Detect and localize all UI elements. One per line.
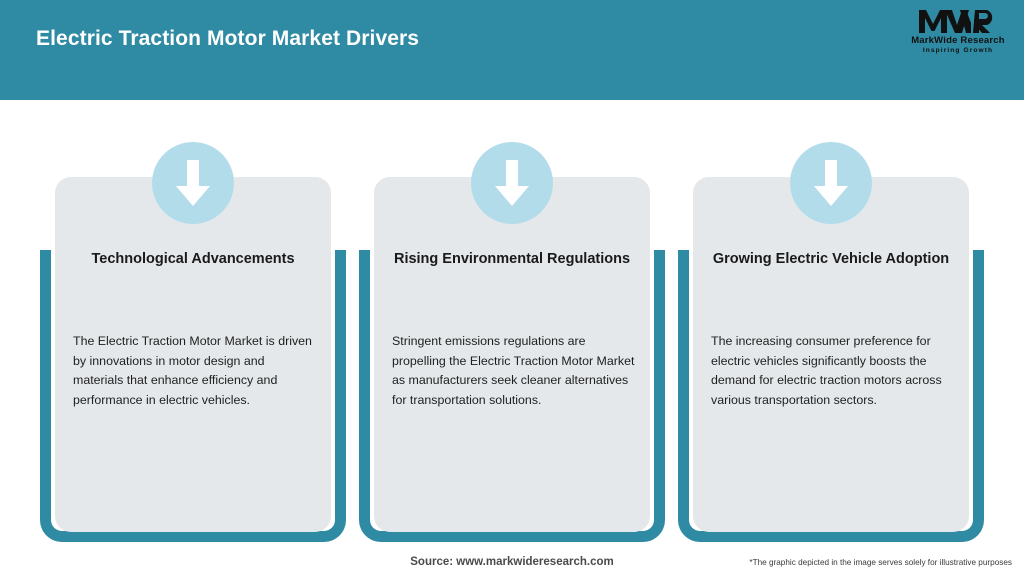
mwr-monogram-icon	[906, 8, 1010, 34]
driver-card-2: Rising Environmental Regulations Stringe…	[359, 100, 665, 546]
page-title: Electric Traction Motor Market Drivers	[36, 27, 420, 50]
drivers-card-grid: Technological Advancements The Electric …	[0, 100, 1024, 546]
card-panel: Technological Advancements The Electric …	[55, 177, 331, 532]
down-arrow-icon	[152, 142, 234, 224]
card-title: Rising Environmental Regulations	[393, 251, 631, 267]
disclaimer-label: *The graphic depicted in the image serve…	[749, 558, 1012, 567]
card-title: Growing Electric Vehicle Adoption	[712, 251, 950, 267]
brand-logo: MarkWide Research Inspiring Growth	[906, 8, 1010, 64]
down-arrow-icon	[471, 142, 553, 224]
logo-company-name: MarkWide Research	[911, 35, 1005, 46]
card-panel: Rising Environmental Regulations Stringe…	[374, 177, 650, 532]
logo-tagline: Inspiring Growth	[922, 47, 994, 54]
card-description: The Electric Traction Motor Market is dr…	[73, 334, 312, 407]
card-frame-accent	[678, 250, 984, 542]
driver-card-3: Growing Electric Vehicle Adoption The in…	[678, 100, 984, 546]
card-description: Stringent emissions regulations are prop…	[392, 334, 635, 407]
source-label: Source: www.markwideresearch.com	[410, 556, 614, 568]
card-title: Technological Advancements	[91, 251, 295, 267]
driver-card-1: Technological Advancements The Electric …	[40, 100, 346, 546]
card-description: The increasing consumer preference for e…	[711, 334, 942, 407]
down-arrow-icon	[790, 142, 872, 224]
card-frame-accent	[40, 250, 346, 542]
header-bar: Electric Traction Motor Market Drivers M…	[0, 0, 1024, 100]
card-panel: Growing Electric Vehicle Adoption The in…	[693, 177, 969, 532]
card-frame-accent	[359, 250, 665, 542]
